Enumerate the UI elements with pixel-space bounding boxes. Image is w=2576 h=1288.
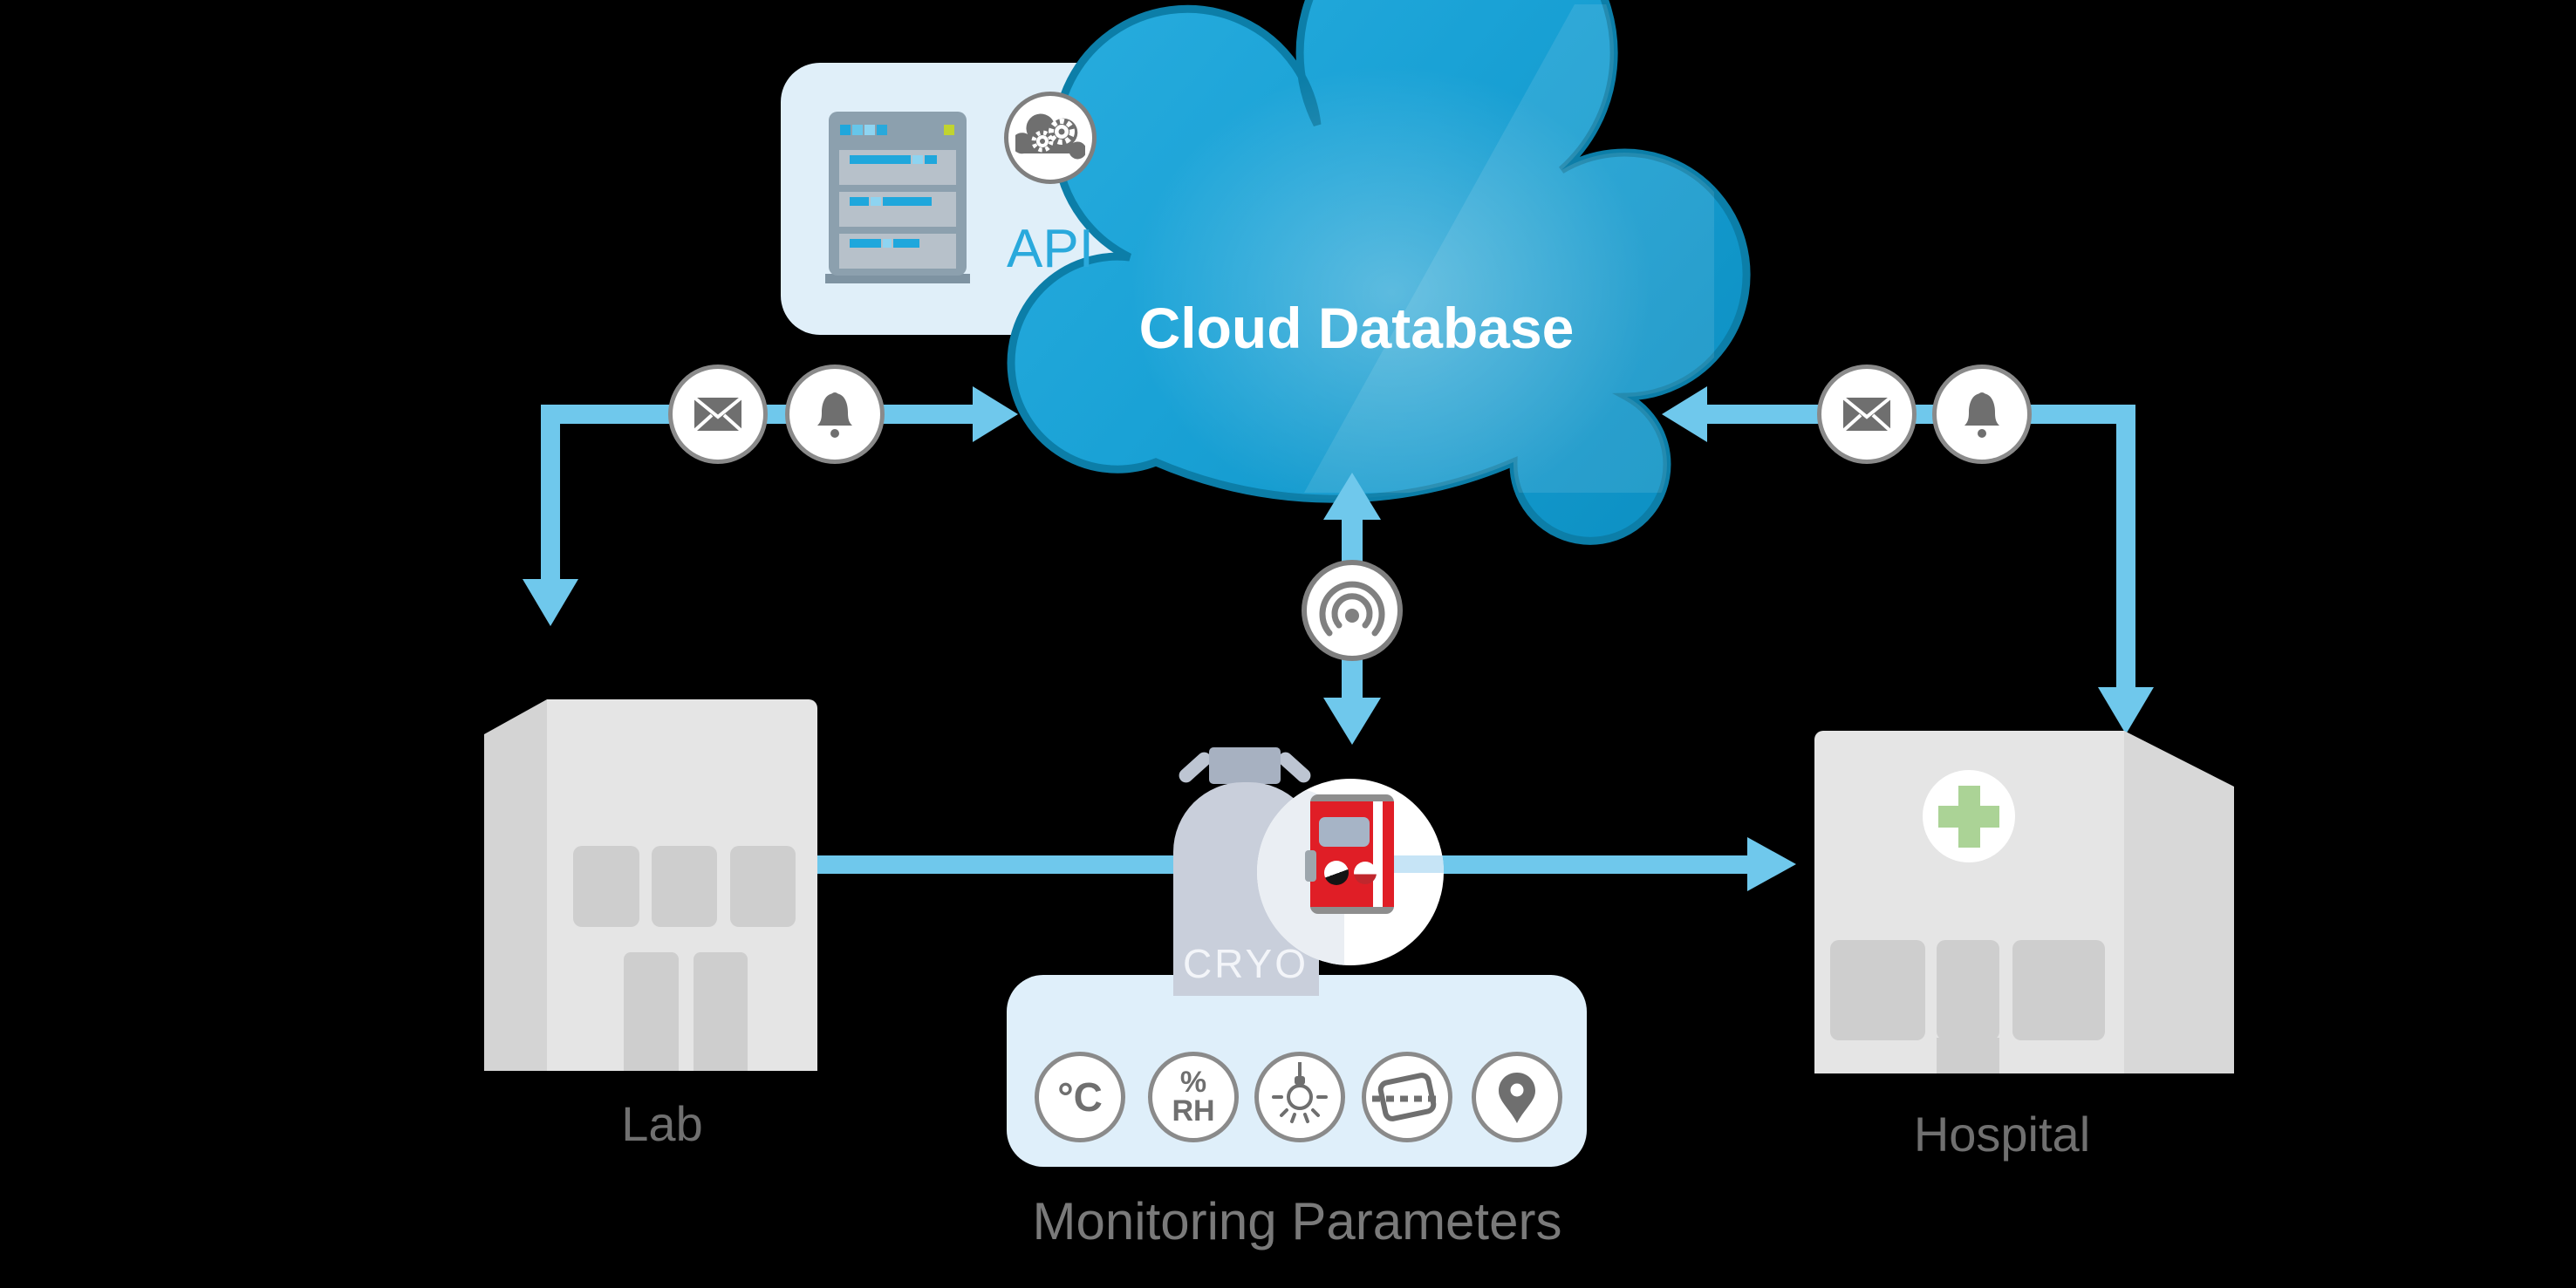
server-icon: [825, 112, 970, 286]
data-logger-icon: [1305, 794, 1394, 914]
arrowhead-right-hospital: [1747, 837, 1796, 891]
cloud-gears-icon: [1004, 92, 1097, 184]
cloud-shape: [1007, 0, 1751, 545]
cryo-tank-handle-right: [1275, 749, 1314, 786]
lab-window: [573, 846, 639, 927]
parameter-humidity: % RH: [1148, 1052, 1239, 1142]
parameter-light: [1254, 1052, 1345, 1142]
lab-window: [652, 846, 717, 927]
lab-building-side: [484, 699, 547, 1071]
mail-icon: [668, 365, 768, 464]
lab-door: [694, 952, 748, 1071]
parameter-tilt: [1362, 1052, 1452, 1142]
monitoring-title: Monitoring Parameters: [1032, 1192, 1562, 1251]
cloud-title: Cloud Database: [1138, 296, 1575, 360]
arrowhead-down-lab: [523, 579, 578, 626]
cryo-tank-cap: [1209, 747, 1281, 784]
lab-label: Lab: [621, 1096, 703, 1151]
humidity-icon: %: [1179, 1066, 1207, 1099]
hospital-window: [1830, 940, 1925, 1040]
mail-icon: [1817, 365, 1917, 464]
parameter-location: [1472, 1052, 1562, 1142]
arrow-cloud-to-lab-vertical: [541, 405, 560, 579]
lab-door: [624, 952, 679, 1071]
bell-icon: [785, 365, 885, 464]
temperature-celsius-icon: °C: [1057, 1074, 1103, 1120]
bell-icon: [1932, 365, 2032, 464]
hospital-building-side: [2124, 731, 2234, 1073]
hospital-window: [2012, 940, 2105, 1040]
broadcast-icon: [1302, 560, 1403, 661]
parameter-temperature: °C: [1035, 1052, 1125, 1142]
arrowhead-up-cloud: [1323, 473, 1381, 520]
lab-window: [730, 846, 796, 927]
tilt-icon: [1372, 1073, 1442, 1121]
hospital-label: Hospital: [1913, 1107, 2091, 1162]
arrowhead-left: [1662, 386, 1707, 442]
api-label: API: [1007, 219, 1094, 279]
hospital-window: [1937, 940, 1999, 1040]
arrow-cloud-to-hospital-horizontal: [1707, 405, 2135, 424]
arrowhead-down-cryo: [1323, 698, 1381, 745]
arrowhead-down-hospital: [2098, 687, 2154, 734]
hospital-door: [1937, 1038, 1999, 1073]
arrow-cloud-to-hospital-vertical: [2116, 405, 2135, 690]
arrowhead-right: [973, 386, 1018, 442]
light-bulb-icon: [1272, 1062, 1328, 1123]
location-pin-icon: [1499, 1073, 1535, 1123]
hospital-cross-icon: [1923, 770, 2015, 862]
